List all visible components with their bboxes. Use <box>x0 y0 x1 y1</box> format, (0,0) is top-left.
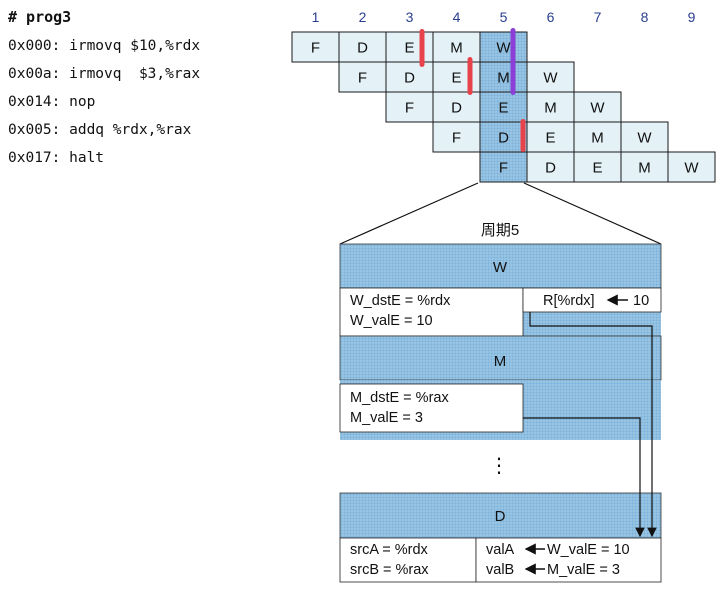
program-title: # prog3 <box>8 8 72 26</box>
pipeline-stage-label: W <box>496 40 511 57</box>
pipeline-stage-label: D <box>498 130 509 147</box>
d-val-box <box>475 537 662 583</box>
program-line: 0x005: addq %rdx,%rax <box>8 122 192 138</box>
w-write-box <box>522 287 662 313</box>
pipeline-cell <box>620 151 669 183</box>
cycle-number: 7 <box>594 9 602 25</box>
forward-marker-red <box>467 57 473 95</box>
pipeline-cell <box>291 31 340 63</box>
forward-path-m <box>523 417 645 538</box>
pipeline-cell <box>432 31 481 63</box>
m-dste: M_dstE = %rax <box>350 390 449 406</box>
pipeline-stage-label: D <box>357 40 368 57</box>
m-stage-label: M <box>494 353 507 370</box>
pipeline-stage-label: F <box>452 130 461 147</box>
d-valb-label: valB <box>486 562 514 578</box>
cycle-number: 3 <box>406 9 414 25</box>
pipeline-stage-label: E <box>451 70 461 87</box>
pipeline-cell <box>338 31 387 63</box>
w-stage-bar <box>339 243 662 289</box>
forward-marker-purple <box>510 28 516 95</box>
pipeline-stage-label: F <box>499 160 508 177</box>
pipeline-stage-label: D <box>404 70 415 87</box>
pipeline-stage-label: D <box>451 100 462 117</box>
zoom-line-right <box>523 182 662 245</box>
pipeline-stage-label: F <box>311 40 320 57</box>
cycle-number: 5 <box>500 9 508 25</box>
program-line: 0x017: halt <box>8 150 105 166</box>
pipeline-stage-label: M <box>497 70 510 87</box>
d-srcb: srcB = %rax <box>350 562 429 578</box>
d-src-box <box>339 537 477 583</box>
zoom-line-left <box>339 182 479 245</box>
pipeline-stage-label: W <box>590 100 605 117</box>
pipeline-cell <box>573 91 622 123</box>
detail-title: 周期5 <box>481 222 519 239</box>
cycle-number: 6 <box>547 9 555 25</box>
pipeline-stage-label: E <box>545 130 555 147</box>
w-register-box <box>339 287 524 337</box>
program-line: 0x014: nop <box>8 94 96 110</box>
cycle-number: 2 <box>359 9 367 25</box>
pipeline-stage-label: M <box>591 130 604 147</box>
pipeline-stage-label: M <box>450 40 463 57</box>
m-register-box <box>339 383 524 433</box>
cycle-number: 1 <box>312 9 320 25</box>
pipeline-stage-label: D <box>545 160 556 177</box>
pipeline-cell <box>667 151 716 183</box>
pipeline-stage-label: W <box>637 130 652 147</box>
pipeline-cell <box>573 151 622 183</box>
pipeline-cell <box>479 61 528 93</box>
cycle-numbers: 1 2 3 4 5 6 7 8 9 <box>312 9 696 25</box>
program-line: 0x00a: irmovq $3,%rax <box>8 66 201 82</box>
cycle-number: 4 <box>453 9 461 25</box>
w-stage-label: W <box>493 259 508 276</box>
forward-marker-red <box>520 119 526 152</box>
w-dste: W_dstE = %rdx <box>350 293 451 309</box>
cycle-number: 9 <box>688 9 696 25</box>
pipeline-cell <box>385 31 434 63</box>
w-write-value: 10 <box>633 293 649 309</box>
d-srca: srcA = %rdx <box>350 542 429 558</box>
pipeline-cell <box>573 121 622 153</box>
pipeline-stage-label: M <box>638 160 651 177</box>
pipeline-stage-label: W <box>543 70 558 87</box>
w-vale: W_valE = 10 <box>350 313 433 329</box>
pipeline-stage-label: F <box>405 100 414 117</box>
m-stage-bar <box>339 335 662 381</box>
pipeline-stage-label: M <box>544 100 557 117</box>
d-vala-label: valA <box>486 542 515 558</box>
pipeline-cell <box>338 61 387 93</box>
ellipsis: ⋮ <box>489 455 509 477</box>
d-stage-bar <box>339 492 662 539</box>
w-write-target: R[%rdx] <box>543 293 595 309</box>
d-valb-source: M_valE = 3 <box>547 562 620 578</box>
pipeline-stage-label: E <box>592 160 602 177</box>
forward-path-w <box>529 312 657 538</box>
m-vale: M_valE = 3 <box>350 410 423 426</box>
pipeline-cell <box>479 91 528 123</box>
pipeline-stage-label: W <box>684 160 699 177</box>
pipeline-stage-label: E <box>404 40 414 57</box>
cycle-number: 8 <box>641 9 649 25</box>
program-line: 0x000: irmovq $10,%rdx <box>8 38 201 54</box>
pipeline-stage-label: F <box>358 70 367 87</box>
pipeline-cell <box>526 151 575 183</box>
pipeline-stage-label: E <box>498 100 508 117</box>
forward-marker-red <box>419 29 425 67</box>
pipeline-cell <box>526 61 575 93</box>
pipeline-cell <box>620 121 669 153</box>
d-vala-source: W_valE = 10 <box>547 542 630 558</box>
d-stage-label: D <box>495 508 506 525</box>
pipeline-cell <box>526 91 575 123</box>
